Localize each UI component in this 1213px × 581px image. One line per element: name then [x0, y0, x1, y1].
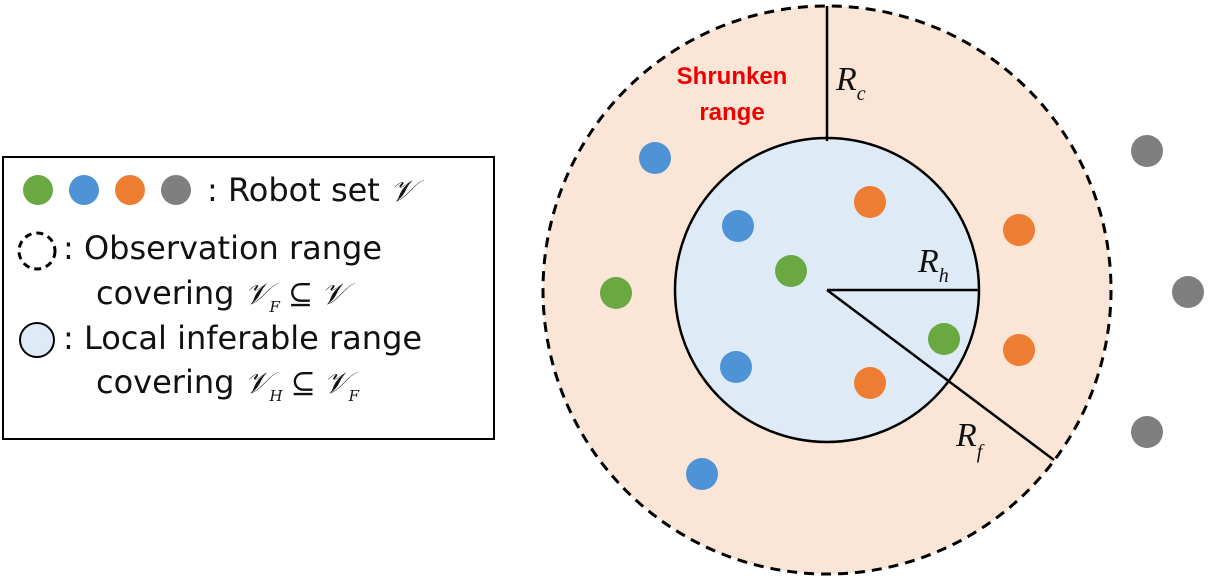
robot-orange	[854, 186, 886, 218]
radius-c-label: Rc	[835, 61, 866, 105]
robots	[600, 135, 1204, 490]
robot-gray	[1131, 416, 1163, 448]
radius-f-line	[826, 288, 1055, 462]
robot-green	[600, 277, 632, 309]
robot-blue	[639, 142, 671, 174]
legend-robot-orange	[115, 175, 145, 205]
robot-orange	[1003, 334, 1035, 366]
radius-h-label: Rh	[917, 243, 949, 287]
shrunken-range-label-line1: Shrunken	[677, 63, 788, 90]
radius-f-label: Rf	[955, 417, 985, 463]
legend-observation-line1: : Observation range	[63, 229, 382, 267]
robot-orange	[1003, 214, 1035, 246]
robot-blue	[720, 351, 752, 383]
legend-observation-swatch	[17, 231, 57, 271]
robot-orange	[854, 367, 886, 399]
robot-green	[775, 255, 807, 287]
legend-robot-gray	[161, 175, 191, 205]
robot-green	[928, 323, 960, 355]
legend-local-line1: : Local inferable range	[63, 319, 422, 357]
robot-blue	[686, 458, 718, 490]
robot-gray	[1131, 135, 1163, 167]
legend-robot-blue	[69, 175, 99, 205]
legend-local-swatch	[19, 322, 55, 358]
shrunken-range-label-line2: range	[699, 99, 764, 126]
legend-robot-green	[23, 175, 53, 205]
robot-gray	[1172, 276, 1204, 308]
robot-blue	[722, 210, 754, 242]
